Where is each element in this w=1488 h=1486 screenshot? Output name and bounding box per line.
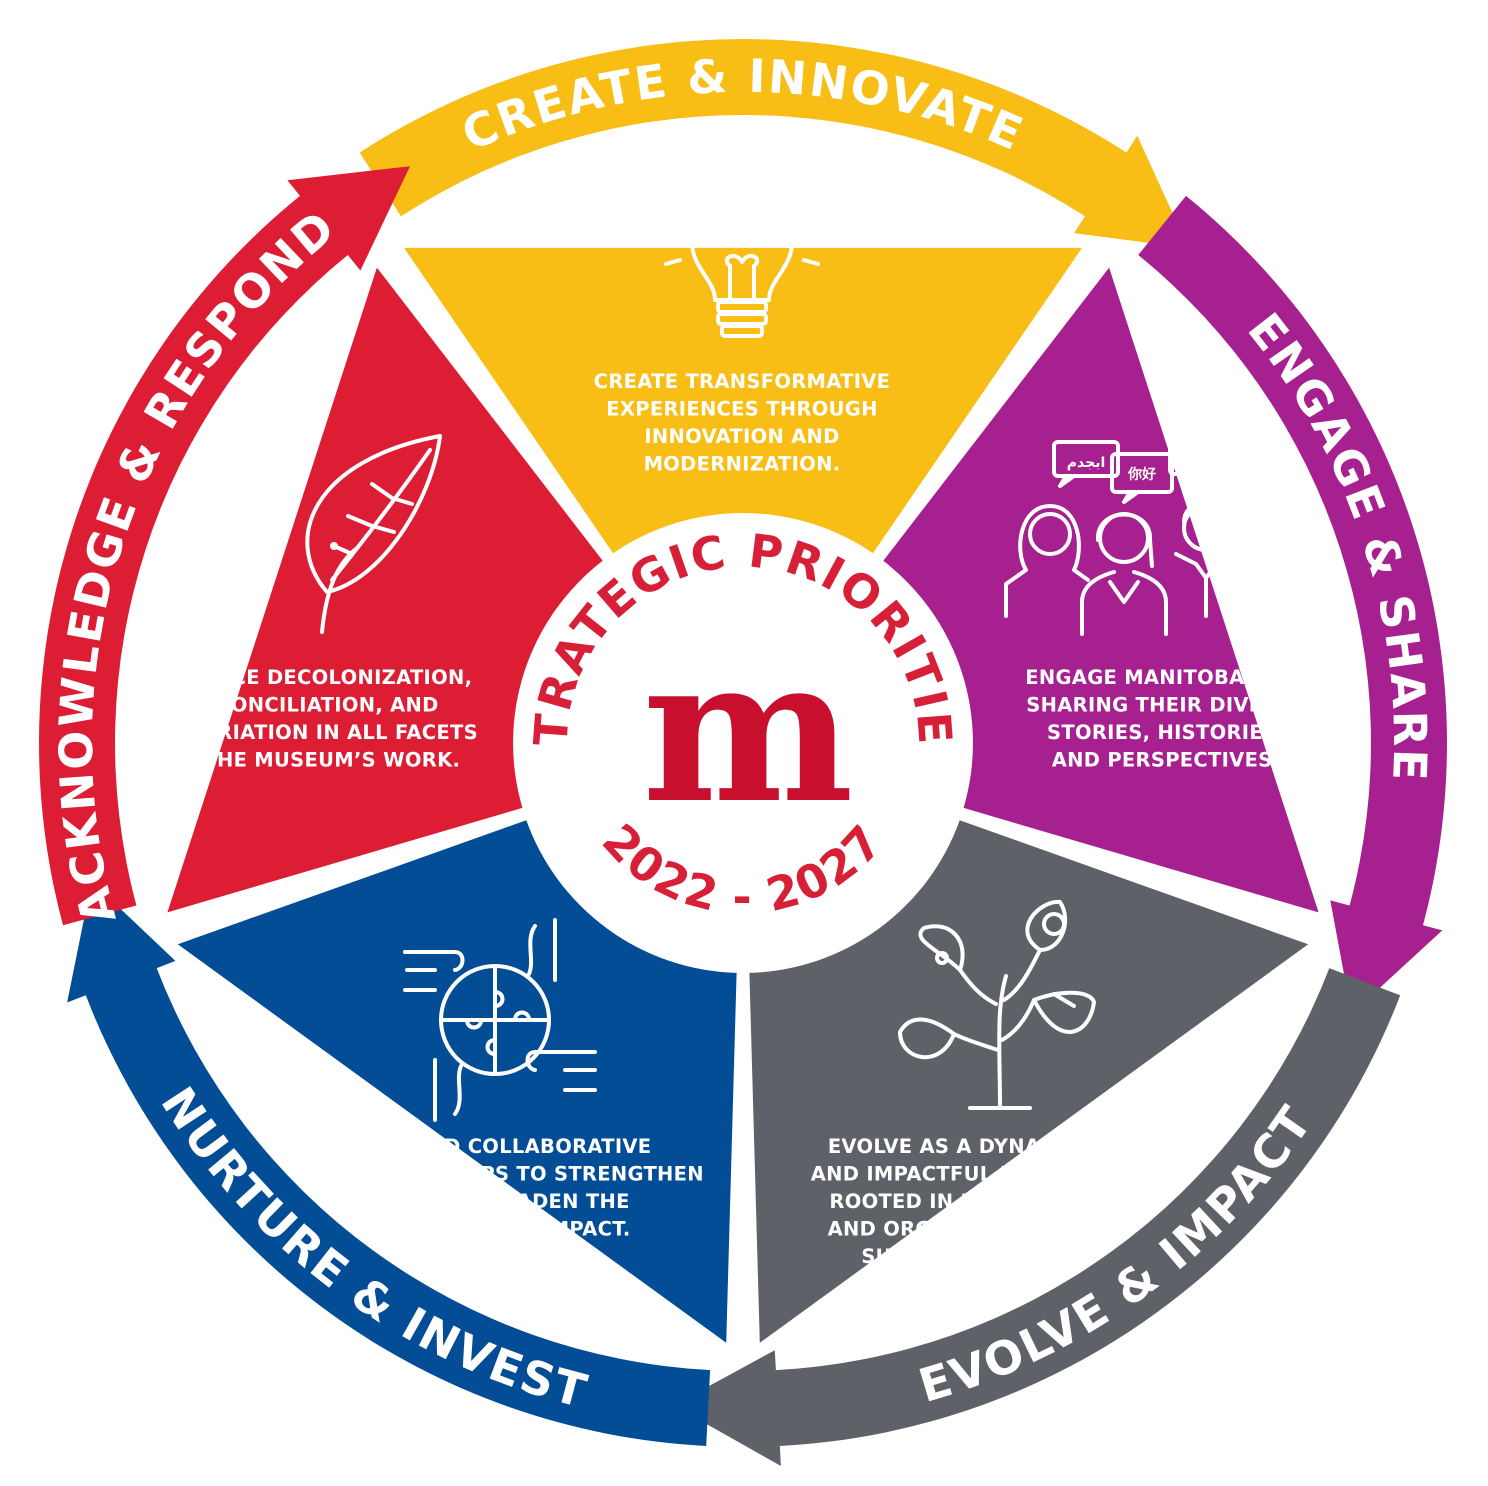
sector-evolve-and-impact — [749, 820, 1309, 1343]
sector-divider — [875, 252, 1101, 559]
museum-logo: m — [642, 613, 854, 848]
sector-divider — [167, 811, 526, 933]
description-acknowledge-and-respond: ADVANCE DECOLONIZATION,RECONCILIATION, A… — [148, 666, 478, 772]
sector-divider — [385, 252, 611, 559]
sector-create-and-innovate — [404, 247, 1082, 554]
sector-divider — [960, 811, 1319, 933]
speech-arabic: ابجدم — [1067, 455, 1106, 471]
outer-arrow-ring — [39, 39, 1447, 1466]
speech-chinese: 你好 — [1127, 466, 1156, 483]
growing-plant-icon — [898, 899, 1096, 1110]
sector-acknowledge-and-respond — [167, 267, 603, 913]
center-disc — [521, 521, 965, 965]
sector-engage-and-share — [883, 267, 1319, 913]
arrow-nurture-and-invest — [67, 881, 711, 1446]
arrow-create-and-innovate — [359, 39, 1189, 249]
speech-hello: Hello — [1171, 457, 1212, 473]
arrow-acknowledge-and-respond — [39, 166, 410, 926]
hands-puzzle-icon — [403, 918, 597, 1122]
feather-icon — [305, 434, 442, 634]
people-speech-icon — [1004, 440, 1256, 636]
lightbulb-icon — [660, 158, 822, 338]
arrow-evolve-and-impact — [673, 968, 1401, 1466]
arrow-engage-and-share — [1138, 195, 1447, 1014]
